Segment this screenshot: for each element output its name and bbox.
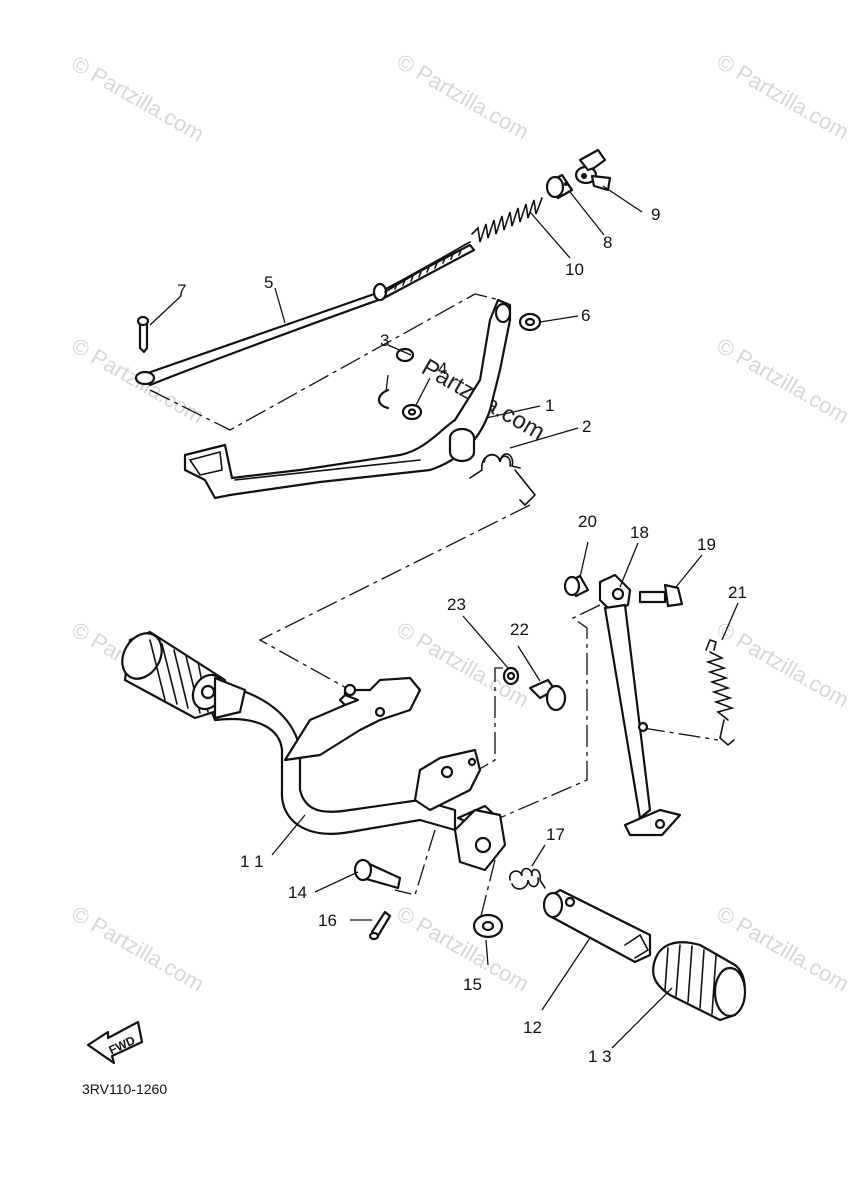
callout-3: 3 [380,331,389,350]
callout-11: 1 1 [240,852,264,871]
washer-lower [472,913,504,939]
callout-22: 22 [510,620,529,639]
washer [518,312,542,332]
callout-15: 15 [463,975,482,994]
frame-bolt [528,678,567,712]
stand-spring [705,639,735,747]
callout-1: 1 [545,396,554,415]
watermark: © Partzilla.com [68,901,209,997]
diagram-code: 3RV110-1260 [82,1081,167,1097]
callout-13: 1 3 [588,1047,612,1066]
watermark: © Partzilla.com [393,49,534,145]
leader-lines [149,185,739,1049]
forward-arrow: FWD [86,1020,144,1065]
brake-pedal [183,298,512,500]
callout-4: 4 [438,359,447,378]
footrest-frame [203,676,502,836]
callout-18: 18 [630,523,649,542]
callout-labels: 1 2 3 4 5 6 7 8 9 10 1 1 12 1 3 14 15 16… [177,205,747,1066]
right-footpeg-rubber [652,941,747,1022]
watermark: © Partzilla.com [713,333,848,429]
callout-9: 9 [651,205,660,224]
cotter-pin [136,315,150,354]
watermark: © Partzilla.com [713,49,848,145]
callout-8: 8 [603,233,612,252]
stand-bolt [638,583,684,608]
callout-6: 6 [581,306,590,325]
side-stand [598,573,682,837]
callout-12: 12 [523,1018,542,1037]
callout-21: 21 [728,583,747,602]
callout-5: 5 [264,273,273,292]
callout-7: 7 [177,281,186,300]
adjust-pin [545,173,574,200]
lock-washer [502,666,520,686]
callout-14: 14 [288,883,307,902]
pivot-block [453,808,507,872]
circlip-and-washer [377,347,423,421]
callout-23: 23 [447,595,466,614]
watermark: © Partzilla.com [68,51,209,147]
callout-17: 17 [546,825,565,844]
return-spring [469,453,537,507]
collar [563,574,590,598]
wing-nut [574,148,612,192]
callout-2: 2 [582,417,591,436]
rod-spring [471,197,543,243]
callout-10: 10 [565,260,584,279]
callout-19: 19 [697,535,716,554]
footrest-spring [509,867,546,890]
callout-20: 20 [578,512,597,531]
brake-rod [134,241,476,387]
cotter-pin-lower [368,910,392,941]
assembly-lines [149,293,719,921]
left-footpeg-rubber [121,630,247,720]
callout-16: 16 [318,911,337,930]
watermark: © Partzilla.com [713,617,848,713]
right-footrest-arm [542,888,652,964]
pivot-pin [353,858,402,890]
